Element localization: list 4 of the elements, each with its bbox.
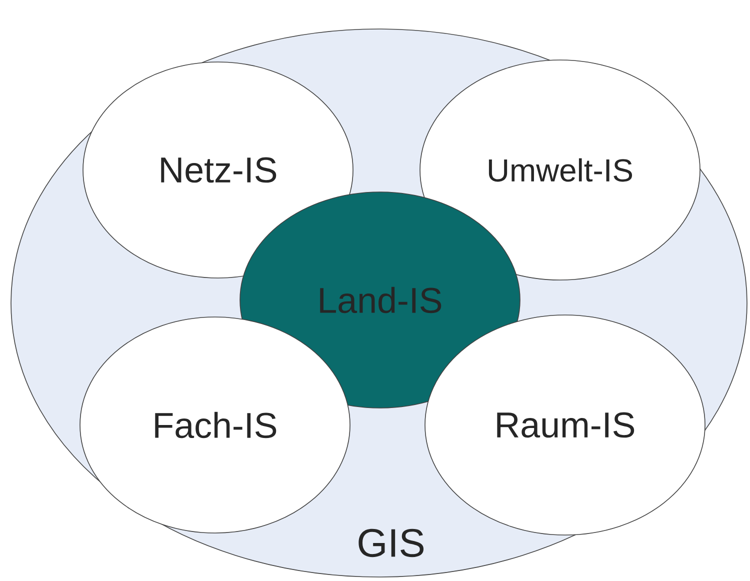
ellipse-node: Fach-IS [80, 316, 350, 534]
ellipse-node: Umwelt-IS [420, 60, 700, 280]
ellipse-node: Netz-IS [82, 62, 354, 278]
ellipse-node: Raum-IS [424, 314, 706, 536]
